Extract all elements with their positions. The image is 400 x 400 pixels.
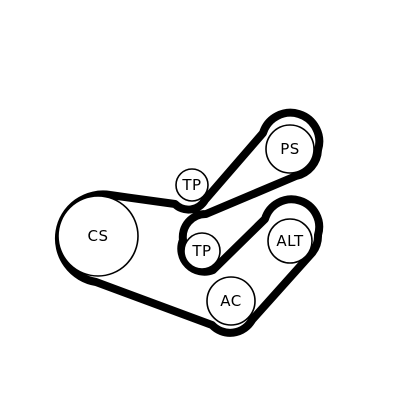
pulley-tp-lower-circle [183,232,221,270]
pulley-ps-circle [265,124,315,174]
serpentine-belt [54,108,324,337]
pulley-cs-circle [57,195,139,277]
pulley-tp-lower-label: TP [191,242,211,260]
pulley-tp-upper: TP [175,168,209,202]
pulley-alt-circle [267,218,313,264]
pulley-cs-label: CS [88,227,109,245]
pulley-tp-lower: TP [183,232,221,270]
pulley-ps: PS [265,124,315,174]
pulley-ac-circle [206,276,256,326]
pulley-alt: ALT [267,218,313,264]
pulley-ac: AC [206,276,256,326]
pulley-ac-label: AC [220,292,241,310]
pulley-tp-upper-circle [175,168,209,202]
pulley-alt-label: ALT [276,232,304,250]
pulley-cs: CS [57,195,139,277]
pulley-ps-label: PS [280,140,300,158]
pulley-tp-upper-label: TP [181,176,201,194]
